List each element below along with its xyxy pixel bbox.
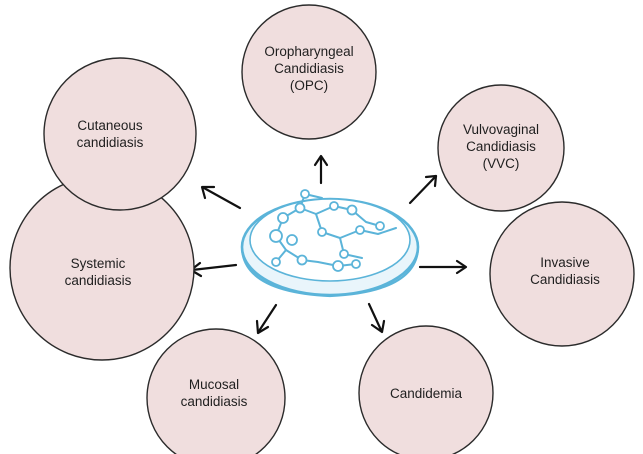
node-mucosal: Mucosal candidiasis: [146, 328, 286, 454]
svg-text:Candidemia: Candidemia: [390, 386, 463, 401]
node-mucosal-line-1: Mucosal: [189, 377, 239, 392]
node-invasive-line-2: Candidiasis: [530, 272, 600, 287]
arrow-to-cutaneous: [200, 185, 242, 210]
node-opc-line-2: Candidiasis: [274, 61, 344, 76]
node-cutaneous-line-2: candidiasis: [77, 135, 144, 150]
node-candidemia-line-1: Candidemia: [390, 386, 463, 401]
node-vvc-line-3: (VVC): [483, 156, 520, 171]
node-mucosal-line-2: candidiasis: [181, 394, 248, 409]
arrow-to-mucosal: [255, 303, 278, 335]
fungal-colony-icon: [269, 189, 397, 272]
petri-dish-icon: [240, 189, 420, 298]
arrow-to-vvc: [408, 174, 438, 205]
arrows-group: [189, 154, 468, 335]
node-invasive-line-1: Invasive: [540, 255, 590, 270]
node-systemic-line-2: candidiasis: [65, 273, 132, 288]
node-cutaneous-line-1: Cutaneous: [77, 118, 143, 133]
node-systemic: Systemic candidiasis: [9, 175, 195, 361]
arrow-to-invasive: [418, 259, 468, 275]
arrow-to-opc: [313, 154, 329, 185]
node-systemic-line-1: Systemic: [71, 256, 126, 271]
node-opc-line-1: Oropharyngeal: [264, 44, 353, 59]
node-opc-line-3: (OPC): [290, 78, 328, 93]
arrow-to-systemic: [189, 261, 238, 278]
node-vvc-line-2: Candidiasis: [466, 139, 536, 154]
node-cutaneous: Cutaneous candidiasis: [43, 57, 197, 211]
arrow-to-candidemia: [367, 302, 386, 334]
node-vvc-line-1: Vulvovaginal: [463, 122, 539, 137]
node-candidemia: Candidemia: [358, 325, 494, 454]
